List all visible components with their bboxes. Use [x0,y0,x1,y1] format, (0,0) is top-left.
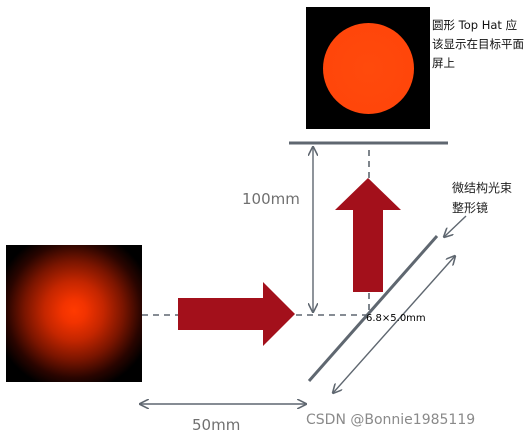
beam-shaper-caption: 微结构光束整形镜 [452,181,513,215]
watermark: CSDN @Bonnie1985119 [306,412,476,428]
horizontal-distance-label: 50mm [192,416,241,434]
tophat-spot [323,23,414,114]
tophat-output-beam-image [306,7,430,129]
tophat-caption: 圆形 Top Hat 应该显示在目标平面屏上 [432,18,524,70]
element-size-dimension [333,256,455,393]
gaussian-input-beam-image [6,245,142,382]
element-pointer-arrow [444,215,467,237]
gaussian-spot [6,245,142,382]
output-beam-arrow [335,178,401,292]
vertical-distance-label: 100mm [242,190,300,208]
element-size-label: 6.8×5.0mm [366,313,426,324]
input-beam-arrow [178,282,295,346]
